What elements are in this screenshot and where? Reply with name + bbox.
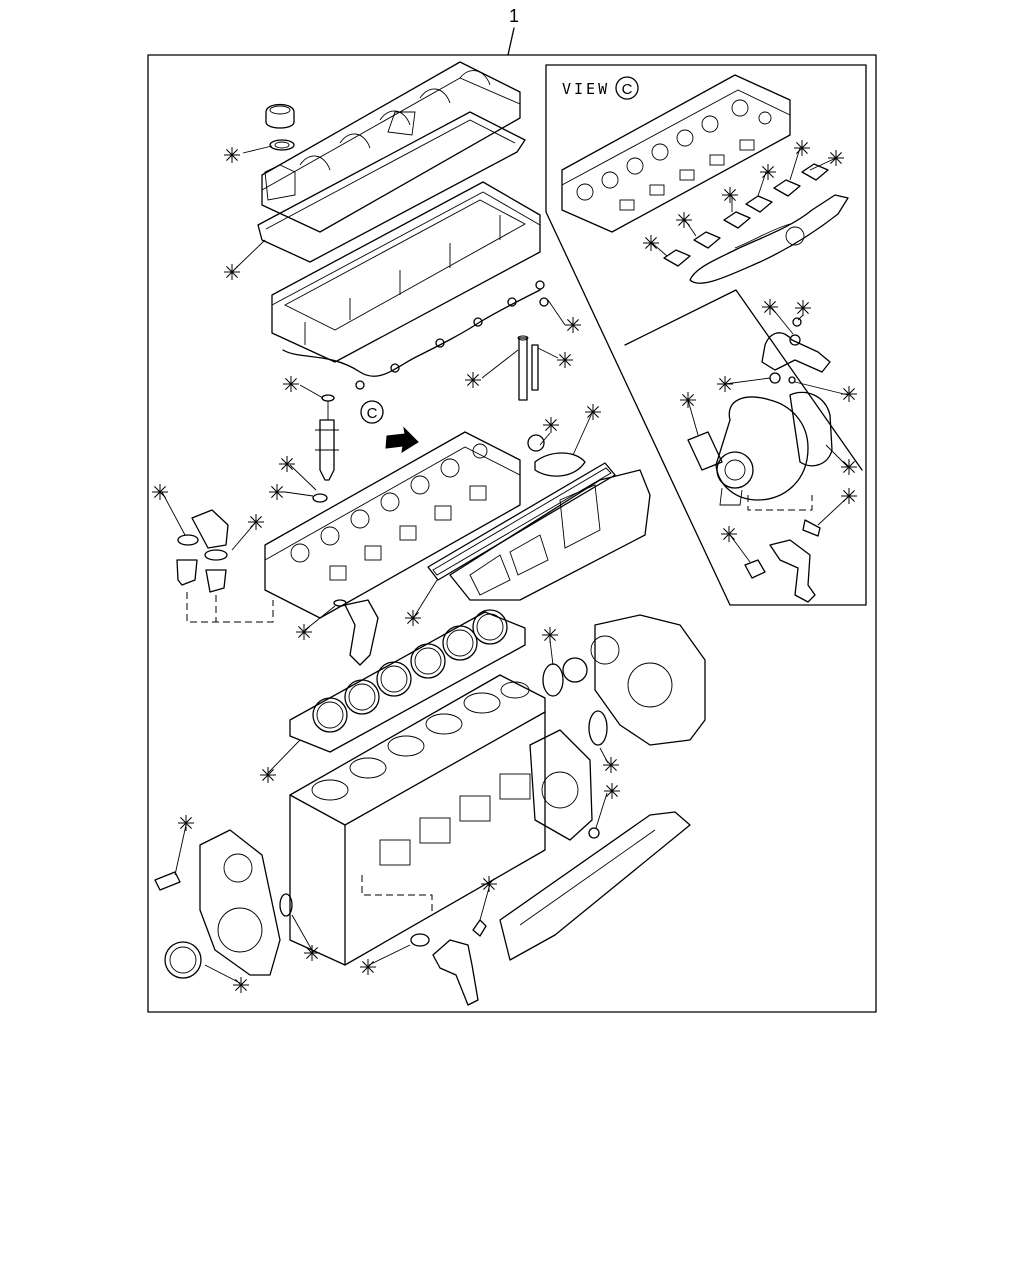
gasket-marker — [840, 385, 858, 403]
thermostat-housing — [176, 509, 274, 623]
gasket-marker — [642, 234, 660, 252]
rear-gear-case — [562, 614, 706, 746]
front-oil-seal — [164, 941, 202, 979]
egr-gasket — [534, 452, 586, 477]
gasket-marker — [602, 756, 620, 774]
turbo-oil-feed-pipe — [761, 332, 831, 373]
inset-cylinder-head — [561, 74, 791, 233]
gasket-marker — [556, 351, 574, 369]
oil-filler-cap — [265, 103, 295, 151]
inlet-manifold-gasket — [427, 462, 616, 581]
exhaust-port-gaskets — [663, 163, 829, 267]
gasket-marker — [268, 483, 286, 501]
gasket-marker — [603, 782, 621, 800]
gasket-marker — [827, 149, 845, 167]
gasket-marker — [584, 403, 602, 421]
gasket-marker — [303, 944, 321, 962]
cylinder-block — [289, 674, 546, 966]
gasket-marker — [359, 958, 377, 976]
rocker-housing — [271, 181, 541, 363]
oring-small — [527, 434, 545, 452]
flywheel-housing — [529, 729, 593, 841]
gasket-marker — [232, 976, 250, 994]
cylinder-head-cover — [261, 61, 521, 233]
view-c-circle — [615, 76, 639, 100]
gasket-marker — [295, 623, 313, 641]
gasket-marker — [278, 455, 296, 473]
front-cover — [199, 829, 281, 976]
inset-exhaust-manifold — [689, 194, 849, 284]
gasket-marker — [675, 211, 693, 229]
gasket-marker — [541, 626, 559, 644]
water-outlet-elbow — [344, 599, 379, 666]
gasket-marker — [840, 487, 858, 505]
view-c-marker — [360, 400, 384, 424]
gasket-marker — [761, 298, 779, 316]
gasket-marker — [716, 375, 734, 393]
gasket-marker — [564, 316, 582, 334]
view-direction-arrow — [385, 426, 419, 454]
gasket-marker — [223, 146, 241, 164]
view-c-marker-letter: C — [367, 405, 378, 422]
water-inlet-pipe — [432, 939, 479, 1006]
rear-oil-seal-oring — [542, 663, 564, 697]
gasket-marker — [151, 483, 169, 501]
gasket-marker — [840, 458, 858, 476]
gasket-marker — [721, 186, 739, 204]
injector-clamp-bolts — [517, 335, 539, 401]
gasket-marker — [793, 139, 811, 157]
view-c-title: VIEW — [562, 80, 610, 98]
oil-pan-side-cover — [499, 811, 691, 961]
inlet-manifold — [449, 469, 651, 601]
gasket-marker — [759, 163, 777, 181]
gasket-marker — [794, 299, 812, 317]
leader-lines — [161, 145, 850, 984]
view-c-letter: C — [622, 81, 633, 98]
cylinder-head — [264, 431, 521, 619]
inset-turbocharger — [715, 396, 809, 501]
gasket-marker — [720, 525, 738, 543]
item-leader-line — [507, 27, 515, 56]
gasket-marker — [679, 391, 697, 409]
turbo-inlet-gasket — [687, 431, 723, 471]
view-c-inset: VIEW C — [545, 64, 867, 606]
gasket-marker — [542, 416, 560, 434]
gasket-marker — [464, 371, 482, 389]
gasket-marker — [259, 766, 277, 784]
gasket-marker — [404, 609, 422, 627]
turbo-outlet-gasket — [789, 391, 833, 467]
leak-off-pipe — [282, 289, 541, 377]
gasket-marker — [480, 875, 498, 893]
gasket-marker — [247, 513, 265, 531]
gasket-marker — [177, 814, 195, 832]
head-cover-gasket — [257, 111, 526, 263]
turbo-oil-return-pipe — [769, 539, 816, 603]
gasket-marker — [282, 375, 300, 393]
item-number-label: 1 — [509, 6, 519, 26]
injector — [312, 394, 339, 503]
rear-oil-seal — [588, 710, 608, 746]
cylinder-head-gasket — [289, 609, 526, 753]
kit-frame — [147, 54, 877, 1013]
